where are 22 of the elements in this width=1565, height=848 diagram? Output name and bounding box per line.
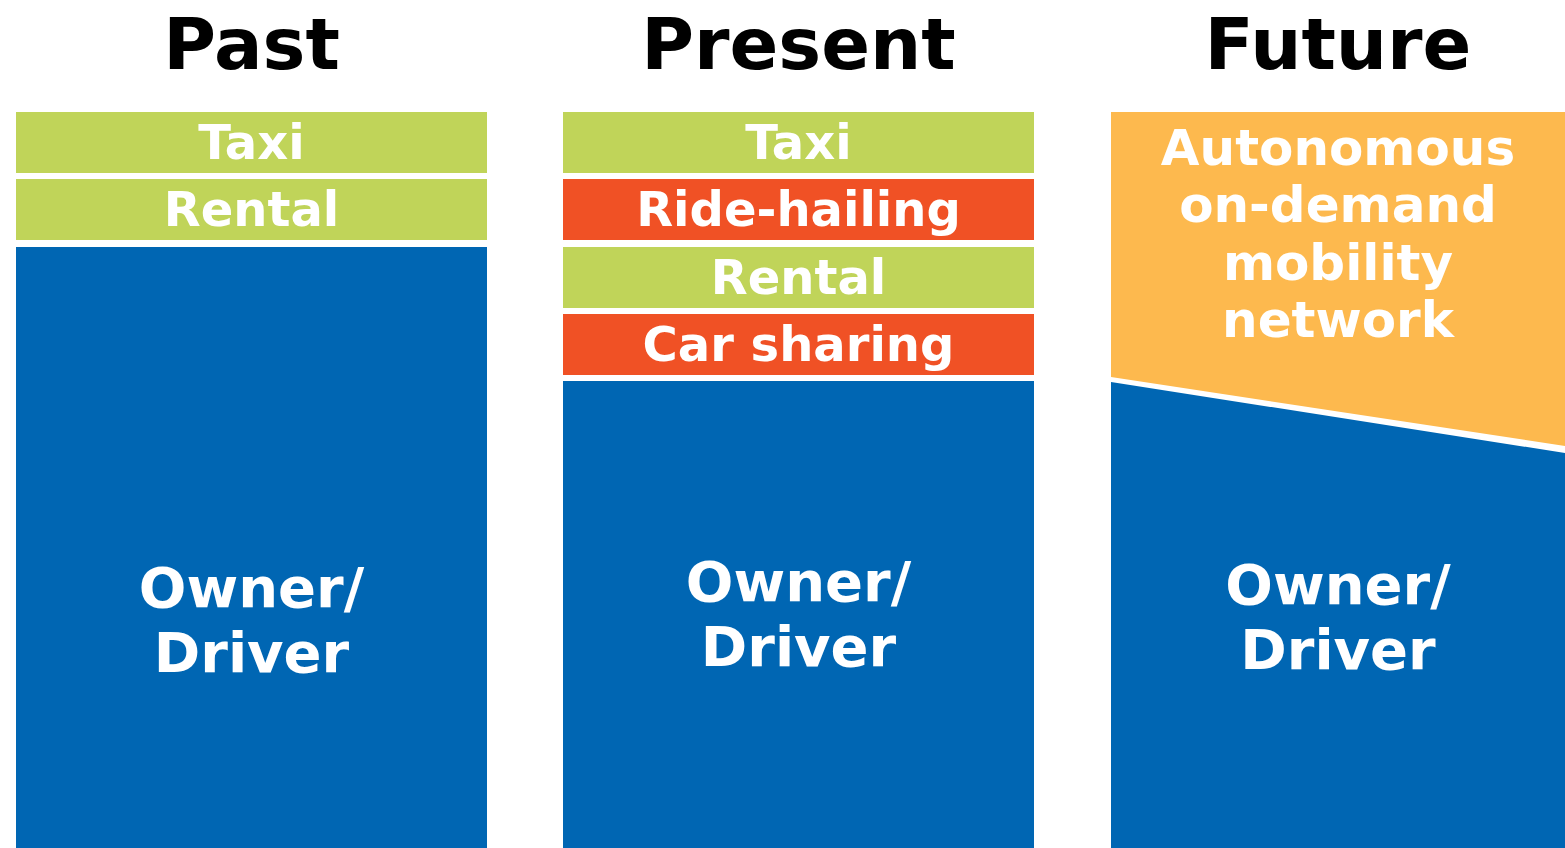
band-label: Taxi	[745, 114, 852, 171]
category-band	[563, 112, 1034, 173]
category-band	[563, 179, 1034, 240]
column-heading: Present	[640, 1, 957, 88]
category-band	[563, 247, 1034, 308]
band-label: Rental	[710, 249, 887, 306]
slanted-band	[1111, 377, 1565, 848]
band-label: Car sharing	[642, 316, 955, 373]
column-heading: Future	[1203, 1, 1473, 88]
category-band	[16, 247, 487, 848]
band-label: Owner/ Driver	[684, 550, 913, 679]
category-band	[563, 314, 1034, 375]
band-label: Rental	[163, 181, 340, 238]
category-band	[563, 381, 1034, 848]
band-label: Owner/ Driver	[1224, 553, 1452, 682]
column-heading: Past	[162, 1, 341, 88]
band-label: Autonomous on-demand mobility network	[1159, 119, 1517, 350]
category-band	[16, 179, 487, 240]
band-label: Owner/ Driver	[137, 556, 366, 685]
band-label: Taxi	[198, 114, 305, 171]
band-label: Ride-hailing	[636, 181, 961, 238]
category-band	[16, 112, 487, 173]
